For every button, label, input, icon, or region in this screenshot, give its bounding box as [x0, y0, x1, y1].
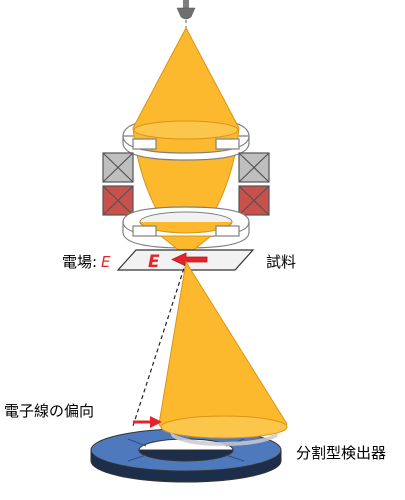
label-sample: 試料	[266, 253, 296, 271]
deflection-arrow	[133, 416, 162, 428]
label-field: 電場	[62, 253, 92, 271]
deflection-coil-gray-right	[238, 152, 270, 183]
deflection-coil-red-right	[238, 185, 270, 216]
plate-field-symbol: E	[148, 252, 160, 272]
upper-lens-front	[122, 135, 250, 161]
objective-lens	[122, 206, 250, 249]
label-field-colon: :	[92, 253, 97, 271]
field-arrow	[171, 252, 208, 267]
deflection-coil-gray-left	[102, 152, 134, 183]
beam-footprint	[160, 415, 288, 446]
segmented-detector	[90, 428, 282, 483]
focus-beam	[159, 235, 213, 257]
label-segmented-detector: 分割型検出器	[296, 444, 386, 462]
deflected-beam	[158, 260, 288, 437]
label-field-symbol: E	[101, 253, 111, 271]
electron-gun	[176, 0, 196, 20]
deflection-coil-red-left	[102, 185, 134, 216]
label-beam-deflection: 電子線の偏向	[4, 402, 94, 420]
